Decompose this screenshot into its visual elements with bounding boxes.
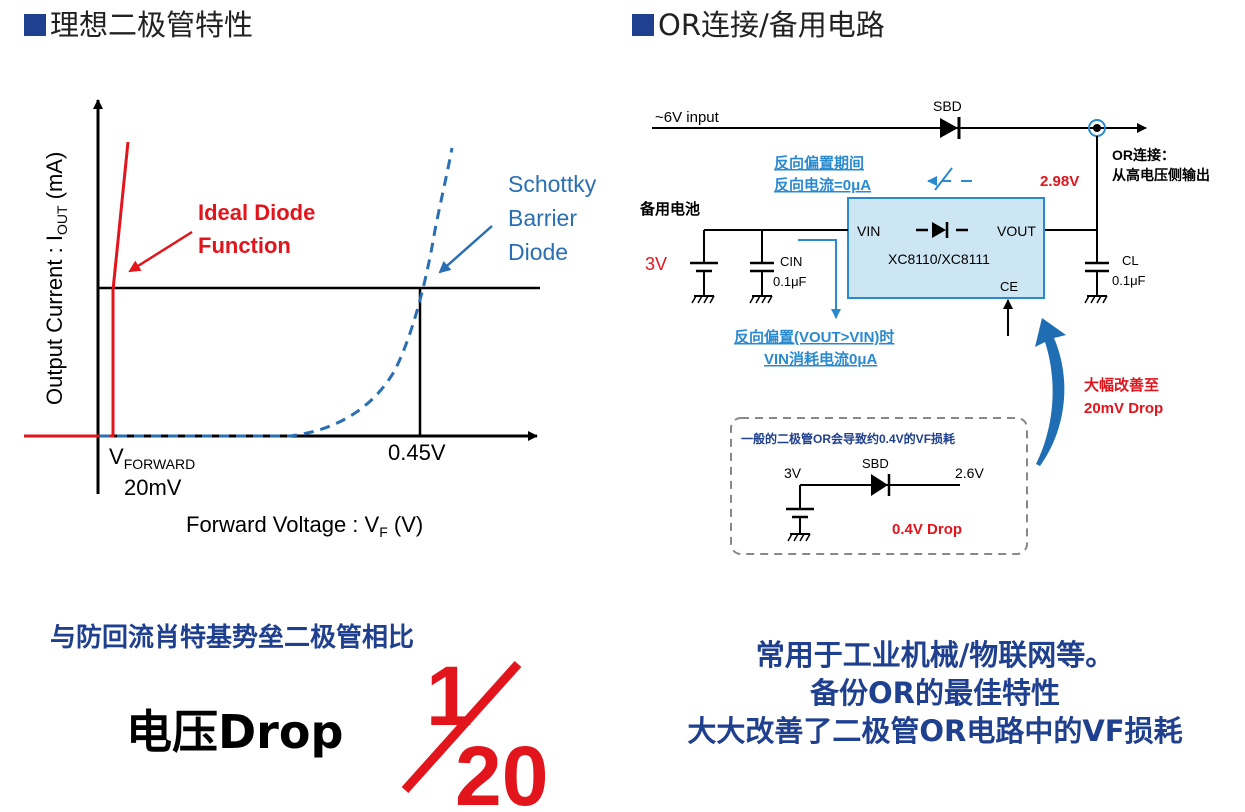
ideal-diode-pointer bbox=[128, 230, 193, 273]
schottky-label-1: Schottky bbox=[508, 171, 597, 197]
ic-vout: VOUT bbox=[997, 223, 1036, 239]
improvement-arrow bbox=[1035, 318, 1066, 466]
summary-line-1: 常用于工业机械/物联网等。 bbox=[755, 638, 1115, 672]
reverse-bias-2: VIN消耗电流0μA bbox=[764, 350, 878, 368]
x-axis-label: Forward Voltage : VF (V) bbox=[186, 512, 423, 540]
ic-ce: CE bbox=[1000, 279, 1018, 294]
vforward-value: 20mV bbox=[124, 475, 182, 500]
ideal-diode-curve bbox=[24, 141, 130, 438]
battery-voltage: 3V bbox=[645, 254, 667, 274]
iv-graph: Output Current : IOUT (mA) Ideal Diode F… bbox=[24, 99, 597, 540]
improve-label-1: 大幅改善至 bbox=[1084, 376, 1159, 394]
schottky-label-2: Barrier bbox=[508, 205, 577, 231]
backup-battery-label: 备用电池 bbox=[639, 200, 700, 218]
ic-name: XC8110/XC8111 bbox=[888, 251, 990, 267]
ratio-denominator: 20 bbox=[455, 729, 548, 812]
comparison-box bbox=[730, 417, 1028, 555]
ic-vin: VIN bbox=[857, 223, 880, 239]
battery-icon bbox=[786, 507, 814, 519]
sbd-top-symbol bbox=[940, 117, 961, 139]
improve-label-2: 20mV Drop bbox=[1084, 400, 1163, 417]
tick-045v: 0.45V bbox=[388, 440, 446, 465]
summary-line-2: 备份OR的最佳特性 bbox=[810, 676, 1060, 710]
cl-label: CL bbox=[1122, 253, 1139, 268]
right-section-title: OR连接/备用电路 bbox=[632, 2, 885, 44]
summary-block: 常用于工业机械/物联网等。 备份OR的最佳特性 大大改善了二极管OR电路中的VF… bbox=[640, 636, 1230, 750]
box-drop: 0.4V Drop bbox=[892, 521, 962, 538]
schottky-pointer bbox=[438, 225, 493, 274]
box-3v: 3V bbox=[784, 465, 802, 481]
ic-box bbox=[847, 197, 1045, 299]
ratio-slash bbox=[401, 660, 522, 794]
or-label-1: OR连接： bbox=[1112, 147, 1175, 163]
internal-diode-icon bbox=[916, 222, 968, 238]
cin-label: CIN bbox=[780, 254, 802, 269]
ground-icon bbox=[691, 295, 715, 304]
or-circuit: ~6V input SBD OR连接： 从高电压侧输出 2.98V CL 0.1… bbox=[639, 98, 1210, 555]
ground-icon bbox=[1084, 295, 1108, 304]
reverse-period-2: 反向电流=0μA bbox=[774, 176, 871, 194]
ground-icon bbox=[787, 533, 811, 542]
battery-icon bbox=[690, 261, 718, 273]
vin-leader bbox=[798, 239, 841, 319]
summary-line-3: 大大改善了二极管OR电路中的VF损耗 bbox=[687, 714, 1183, 748]
schottky-label-3: Diode bbox=[508, 239, 568, 265]
input-label: ~6V input bbox=[655, 109, 720, 126]
box-title: 一般的二极管OR会导致约0.4V的VF损耗 bbox=[741, 431, 955, 446]
square-bullet-icon bbox=[24, 14, 46, 36]
box-sbd: SBD bbox=[862, 456, 889, 471]
vforward-label: VFORWARD bbox=[109, 444, 195, 472]
voltage-drop-label: 电压Drop bbox=[126, 705, 344, 759]
box-sbd-symbol bbox=[871, 474, 891, 496]
cl-value: 0.1μF bbox=[1112, 273, 1146, 288]
or-label-2: 从高电压侧输出 bbox=[1112, 167, 1210, 183]
comparison-caption: 与防回流肖特基势垒二极管相比 bbox=[50, 623, 415, 653]
cin-value: 0.1μF bbox=[773, 274, 807, 289]
reverse-bias-1: 反向偏置(VOUT>VIN)时 bbox=[734, 328, 894, 346]
y-axis-label: Output Current : IOUT (mA) bbox=[42, 152, 70, 405]
or-node-dot bbox=[1093, 124, 1101, 132]
schottky-curve bbox=[100, 147, 454, 438]
square-bullet-icon bbox=[632, 14, 654, 36]
reverse-period-1: 反向偏置期间 bbox=[774, 154, 864, 172]
reverse-current-blocked-icon bbox=[927, 167, 972, 191]
voltage-298: 2.98V bbox=[1040, 173, 1079, 190]
ideal-diode-label-1: Ideal Diode bbox=[198, 200, 315, 225]
ideal-diode-label-2: Function bbox=[198, 233, 291, 258]
sbd-top-label: SBD bbox=[933, 98, 962, 114]
ground-icon bbox=[749, 295, 773, 304]
box-26v: 2.6V bbox=[955, 465, 984, 481]
left-section-title: 理想二极管特性 bbox=[24, 2, 253, 44]
